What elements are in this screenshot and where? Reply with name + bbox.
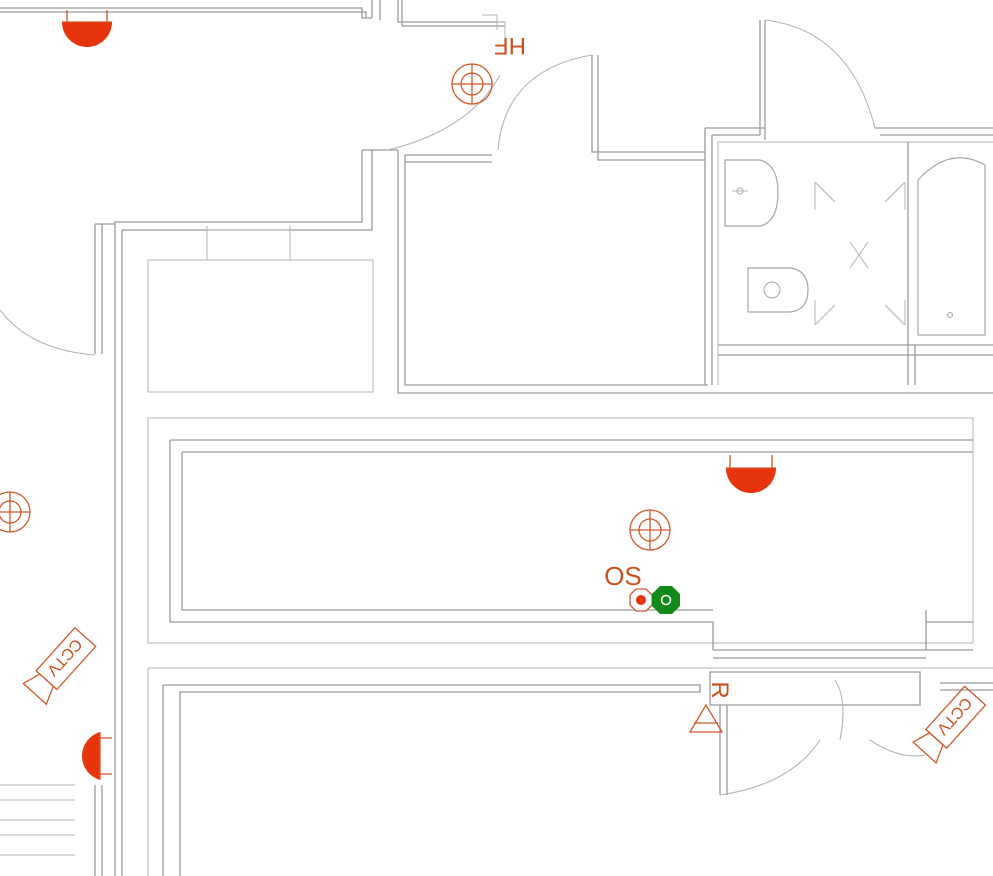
door-swings: [0, 19, 926, 796]
hf-label: HF: [494, 32, 526, 59]
os-label: OS: [604, 561, 642, 591]
bell-icon: [451, 63, 493, 105]
indicator-light-icon: [629, 588, 653, 612]
alarm-triangle-icon: [688, 703, 724, 733]
light-top-left: [62, 10, 112, 47]
sink: [724, 159, 779, 227]
hf-fitting: [482, 14, 506, 45]
toilet: [747, 267, 809, 313]
shower-tray: [814, 181, 906, 326]
light-corridor: [726, 455, 776, 493]
cctv-camera-icon: CCTV: [22, 626, 97, 706]
cctv-camera-icon: CCTV: [911, 685, 987, 765]
bathroom-fixtures: [724, 157, 986, 336]
bathtub: [917, 157, 986, 336]
light-lower-left: [81, 732, 112, 780]
bell-icon: [0, 491, 31, 533]
r-label: R: [706, 681, 733, 698]
indicator-light-icon: [652, 586, 680, 614]
bell-icon: [629, 509, 671, 551]
